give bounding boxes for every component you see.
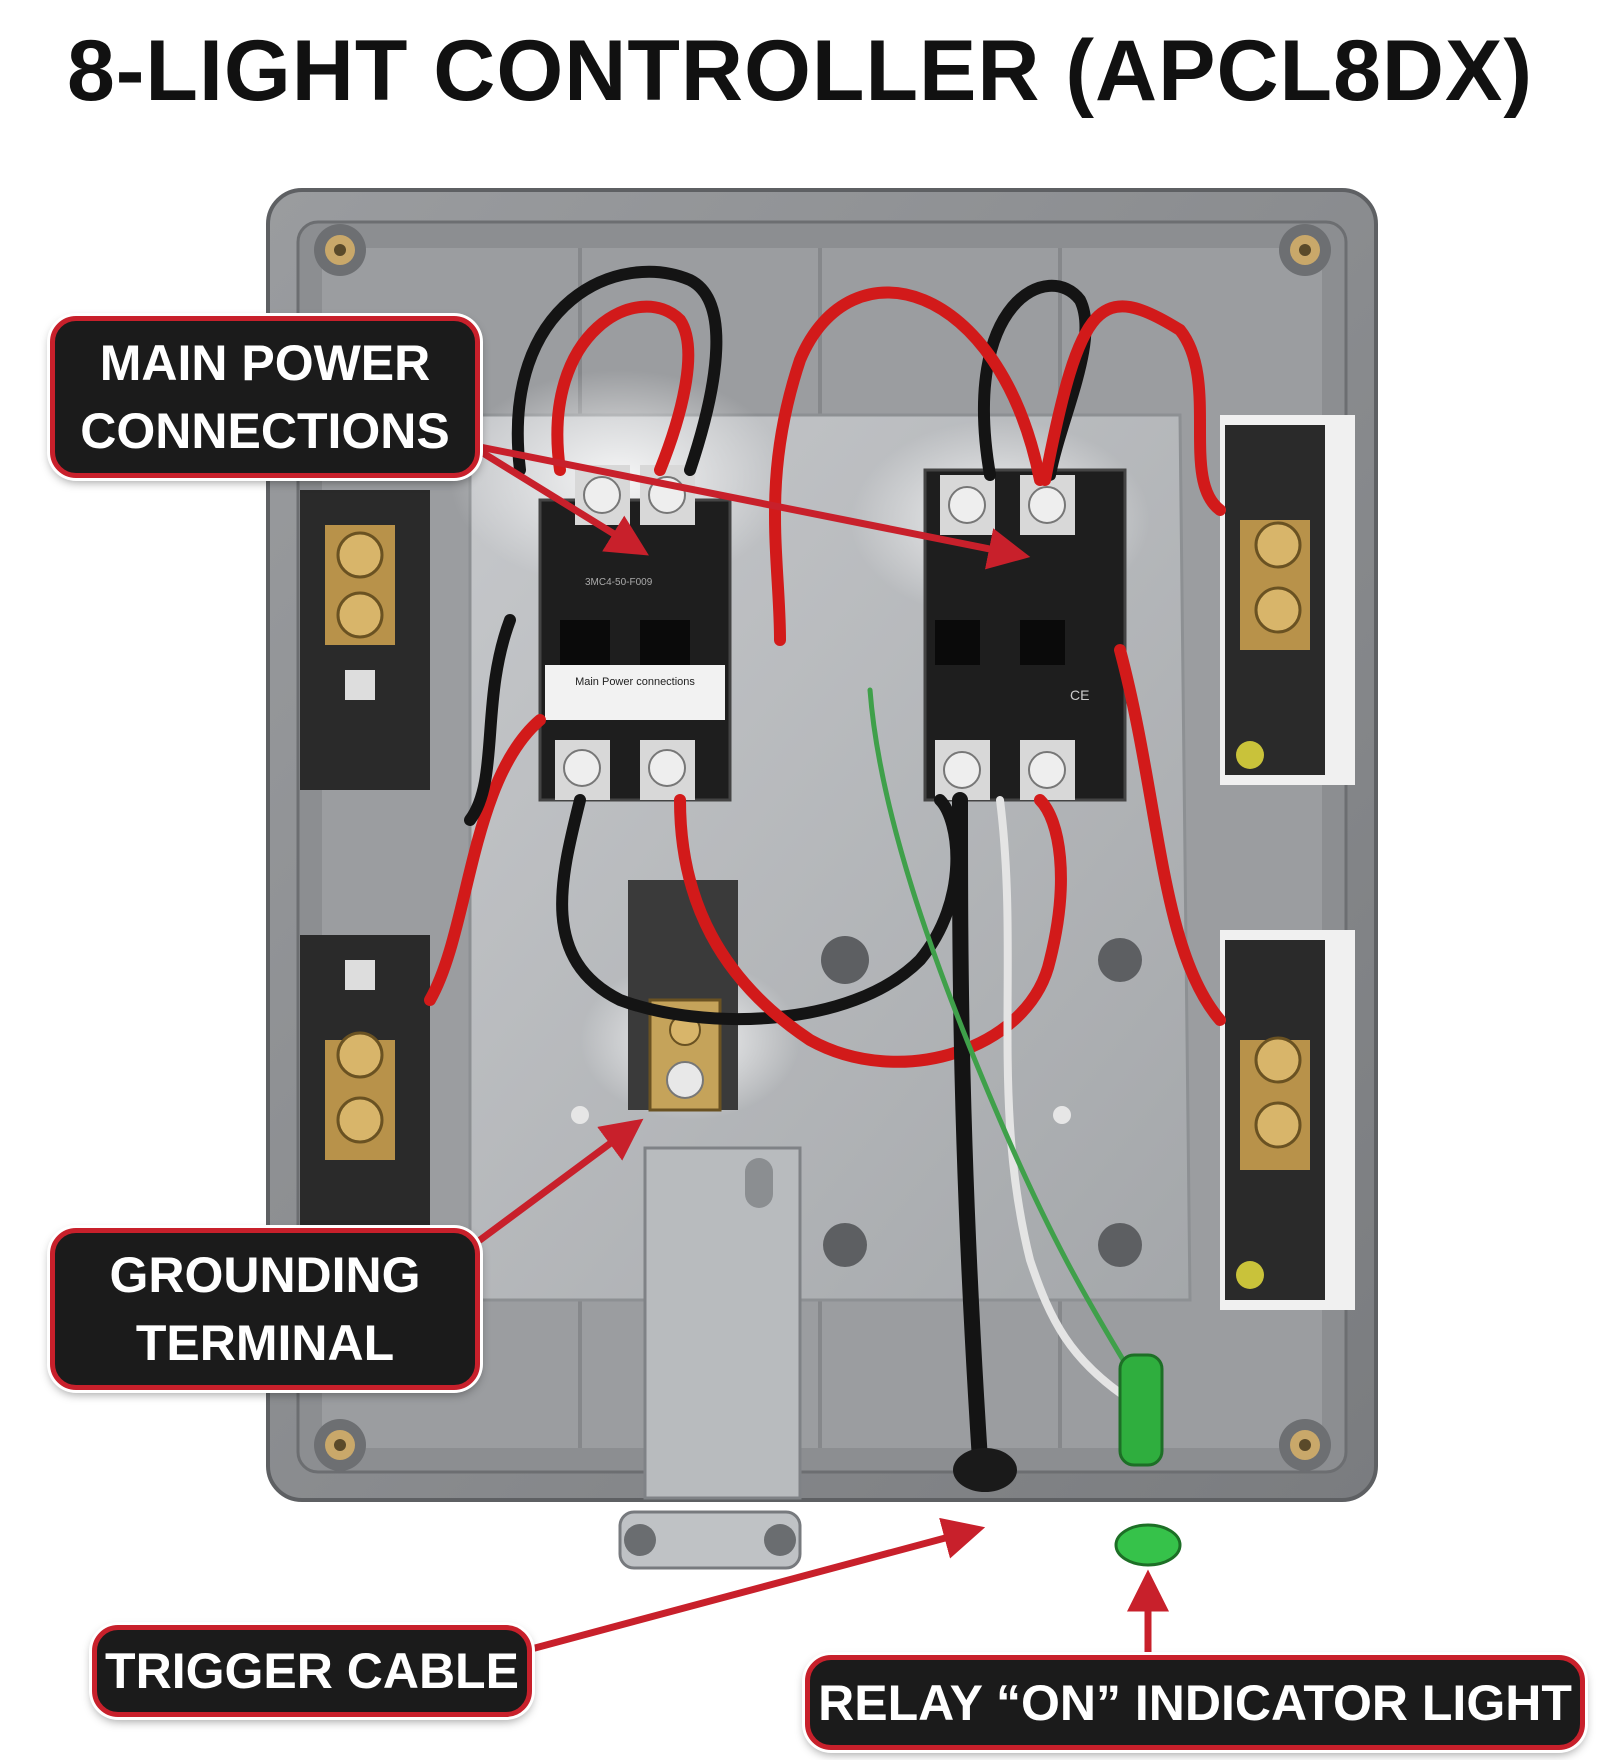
callout-trigger-cable: TRIGGER CABLE xyxy=(92,1625,532,1717)
outlet-left-top xyxy=(300,490,430,790)
callout-grounding-line2: TERMINAL xyxy=(135,1315,395,1371)
contactor-label: Main Power connections xyxy=(575,676,695,688)
callout-relay-indicator-light: RELAY “ON” INDICATOR LIGHT xyxy=(805,1655,1585,1750)
callout-main-power-connections: MAIN POWER CONNECTIONS xyxy=(50,316,480,478)
wiring xyxy=(424,265,1226,1468)
callout-arrows xyxy=(466,441,1169,1659)
callout-main-power-line2: CONNECTIONS xyxy=(80,403,450,459)
callout-trigger-text: TRIGGER CABLE xyxy=(105,1643,519,1699)
contactor-left: Main Power connections 3MC4-50-F009 xyxy=(538,465,732,802)
corner-screw-icon xyxy=(314,224,1331,1471)
contactor-right: CE xyxy=(923,468,1127,802)
conduit-fitting xyxy=(618,1510,802,1570)
trigger-cable-grommet xyxy=(953,1448,1017,1492)
callout-relay-text: RELAY “ON” INDICATOR LIGHT xyxy=(818,1674,1572,1731)
grounding-terminal xyxy=(628,880,738,1112)
contactor-model: 3MC4-50-F009 xyxy=(585,577,653,588)
indicator-light-icon xyxy=(1114,1353,1182,1567)
cable-bracket xyxy=(643,1146,802,1500)
outlet-left-bottom xyxy=(300,935,430,1235)
contactor-ce-mark: CE xyxy=(1070,687,1089,703)
page-title: 8-LIGHT CONTROLLER (APCL8DX) xyxy=(66,23,1534,119)
callout-main-power-line1: MAIN POWER xyxy=(99,335,431,391)
callout-grounding-line1: GROUNDING xyxy=(109,1247,421,1303)
callout-grounding-terminal: GROUNDING TERMINAL xyxy=(50,1228,480,1390)
outlet-right-bottom xyxy=(1220,930,1355,1310)
outlet-right-top xyxy=(1220,415,1355,785)
